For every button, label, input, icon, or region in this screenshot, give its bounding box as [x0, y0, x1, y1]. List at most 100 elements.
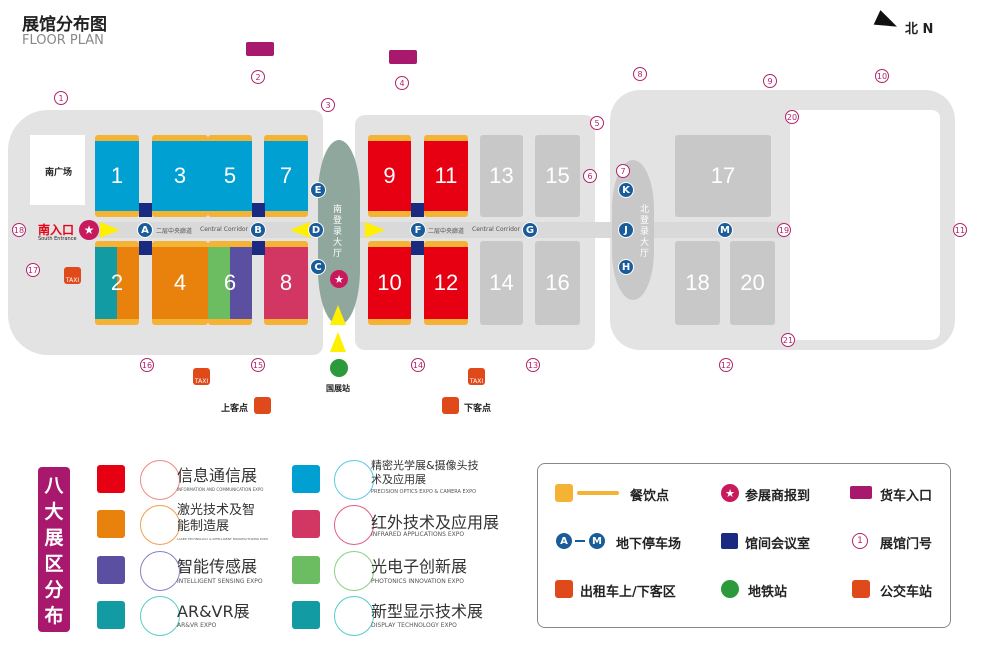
- hall-11[interactable]: 11: [424, 135, 468, 217]
- taxi-icon: [555, 580, 573, 598]
- meeting-room-icon: [721, 533, 738, 549]
- hall-6[interactable]: 6: [208, 241, 252, 325]
- gate-21: 21: [781, 333, 795, 347]
- zone-swatch-arvr: [97, 601, 125, 629]
- zone-swatch-optics: [292, 465, 320, 493]
- eye-icon: [140, 551, 180, 591]
- gate-11: 11: [953, 223, 967, 237]
- meeting-room: [139, 241, 152, 255]
- metro-icon: [330, 359, 348, 377]
- meeting-room: [411, 203, 424, 217]
- display-icon: [334, 596, 374, 636]
- gate-14: 14: [411, 358, 425, 372]
- gate-6: 6: [583, 169, 597, 183]
- parking-a[interactable]: A: [137, 222, 153, 238]
- hall-16[interactable]: 16: [535, 241, 580, 325]
- hall-3[interactable]: 3: [152, 135, 208, 217]
- arrow-left-icon: [290, 222, 310, 238]
- parking-c[interactable]: C: [310, 259, 326, 275]
- hall-5[interactable]: 5: [208, 135, 252, 217]
- gate-4: 4: [395, 76, 409, 90]
- hall-18[interactable]: 18: [675, 241, 720, 325]
- legend-gate: 展馆门号: [880, 537, 933, 552]
- zone-label-en: INFORMATION AND COMMUNICATION EXPO: [177, 487, 264, 492]
- parking-k[interactable]: K: [618, 182, 634, 198]
- dash: [575, 540, 585, 542]
- hall-12[interactable]: 12: [424, 241, 468, 325]
- hall-4[interactable]: 4: [152, 241, 208, 325]
- vr-headset-icon: [140, 596, 180, 636]
- legend-taxi: 出租车上/下客区: [580, 585, 676, 600]
- hall-15[interactable]: 15: [535, 135, 580, 217]
- zone-label: 光电子创新展: [371, 557, 468, 576]
- gate-5: 5: [590, 116, 604, 130]
- hall-9[interactable]: 9: [368, 135, 411, 217]
- gate-icon: 1: [852, 533, 868, 549]
- parking-h[interactable]: H: [618, 259, 634, 275]
- hall-13[interactable]: 13: [480, 135, 523, 217]
- dining-bar: [577, 491, 619, 495]
- zone-label-en: AR&VR EXPO: [177, 622, 217, 629]
- hall-7[interactable]: 7: [264, 135, 308, 217]
- gate-3: 3: [321, 98, 335, 112]
- meeting-room: [139, 203, 152, 217]
- share-nodes-icon: [334, 551, 374, 591]
- hall-2[interactable]: 2: [95, 241, 139, 325]
- parking-b[interactable]: B: [250, 222, 266, 238]
- registration-star-icon: ★: [330, 270, 348, 288]
- zone-label: 新型显示技术展: [371, 602, 484, 621]
- meeting-room: [411, 241, 424, 255]
- pickup-label: 上客点: [221, 404, 249, 414]
- parking-e[interactable]: E: [310, 182, 326, 198]
- parking-icon: A: [555, 532, 573, 550]
- symbol-legend: [537, 463, 951, 628]
- corridor-label-en: Central Corridor: [200, 226, 249, 233]
- gate-8: 8: [633, 67, 647, 81]
- hall-20[interactable]: 20: [730, 241, 775, 325]
- truck-icon: [389, 50, 417, 64]
- parking-g[interactable]: G: [522, 222, 538, 238]
- zone-label: 激光技术及智能制造展: [177, 503, 256, 534]
- meeting-room: [252, 203, 265, 217]
- zone-label: 红外技术及应用展: [371, 513, 500, 532]
- page-subtitle: FLOOR PLAN: [22, 33, 104, 48]
- gate-10: 10: [875, 69, 889, 83]
- zones-title: 八大展区分布: [38, 467, 70, 632]
- south-plaza: [30, 135, 85, 205]
- registration-star-icon: ★: [79, 220, 99, 240]
- hall-17[interactable]: 17: [675, 135, 771, 217]
- zone-label-en: LASER TECHNOLOGY & INTELLIGENT MANUFACTU…: [177, 537, 269, 541]
- parking-d[interactable]: D: [308, 222, 324, 238]
- legend-meeting: 馆间会议室: [745, 537, 811, 552]
- meeting-room: [252, 241, 265, 255]
- taxi-icon: TAXI: [468, 368, 485, 385]
- arrow-up-icon: [330, 305, 346, 325]
- zone-swatch-infrared: [292, 510, 320, 538]
- compass-label: 北 N: [905, 22, 934, 37]
- parking-f[interactable]: F: [410, 222, 426, 238]
- legend-registration: 参展商报到: [745, 489, 811, 504]
- gate-15: 15: [251, 358, 265, 372]
- north-plaza: [790, 110, 940, 340]
- arrow-right-icon: [365, 222, 385, 238]
- hall-14[interactable]: 14: [480, 241, 523, 325]
- zone-label-en: DISPLAY TECHNOLOGY EXPO: [371, 622, 457, 629]
- truck-icon: [246, 42, 274, 56]
- hall-10[interactable]: 10: [368, 241, 411, 325]
- gate-19: 19: [777, 223, 791, 237]
- metro-icon: [721, 580, 739, 598]
- truck-icon: [850, 486, 872, 499]
- bus-icon: [852, 580, 870, 598]
- zone-label: 智能传感展: [177, 557, 258, 576]
- south-entrance-label: 南入口: [38, 223, 75, 237]
- hall-8[interactable]: 8: [264, 241, 308, 325]
- zone-swatch-photonics: [292, 556, 320, 584]
- parking-m[interactable]: M: [717, 222, 733, 238]
- zone-swatch-sensing: [97, 556, 125, 584]
- north-lobby-label: 北登录大厅: [640, 205, 650, 259]
- south-plaza-label: 南广场: [45, 168, 73, 178]
- south-lobby[interactable]: [318, 140, 360, 325]
- gate-20: 20: [785, 110, 799, 124]
- hall-1[interactable]: 1: [95, 135, 139, 217]
- parking-j[interactable]: J: [618, 222, 634, 238]
